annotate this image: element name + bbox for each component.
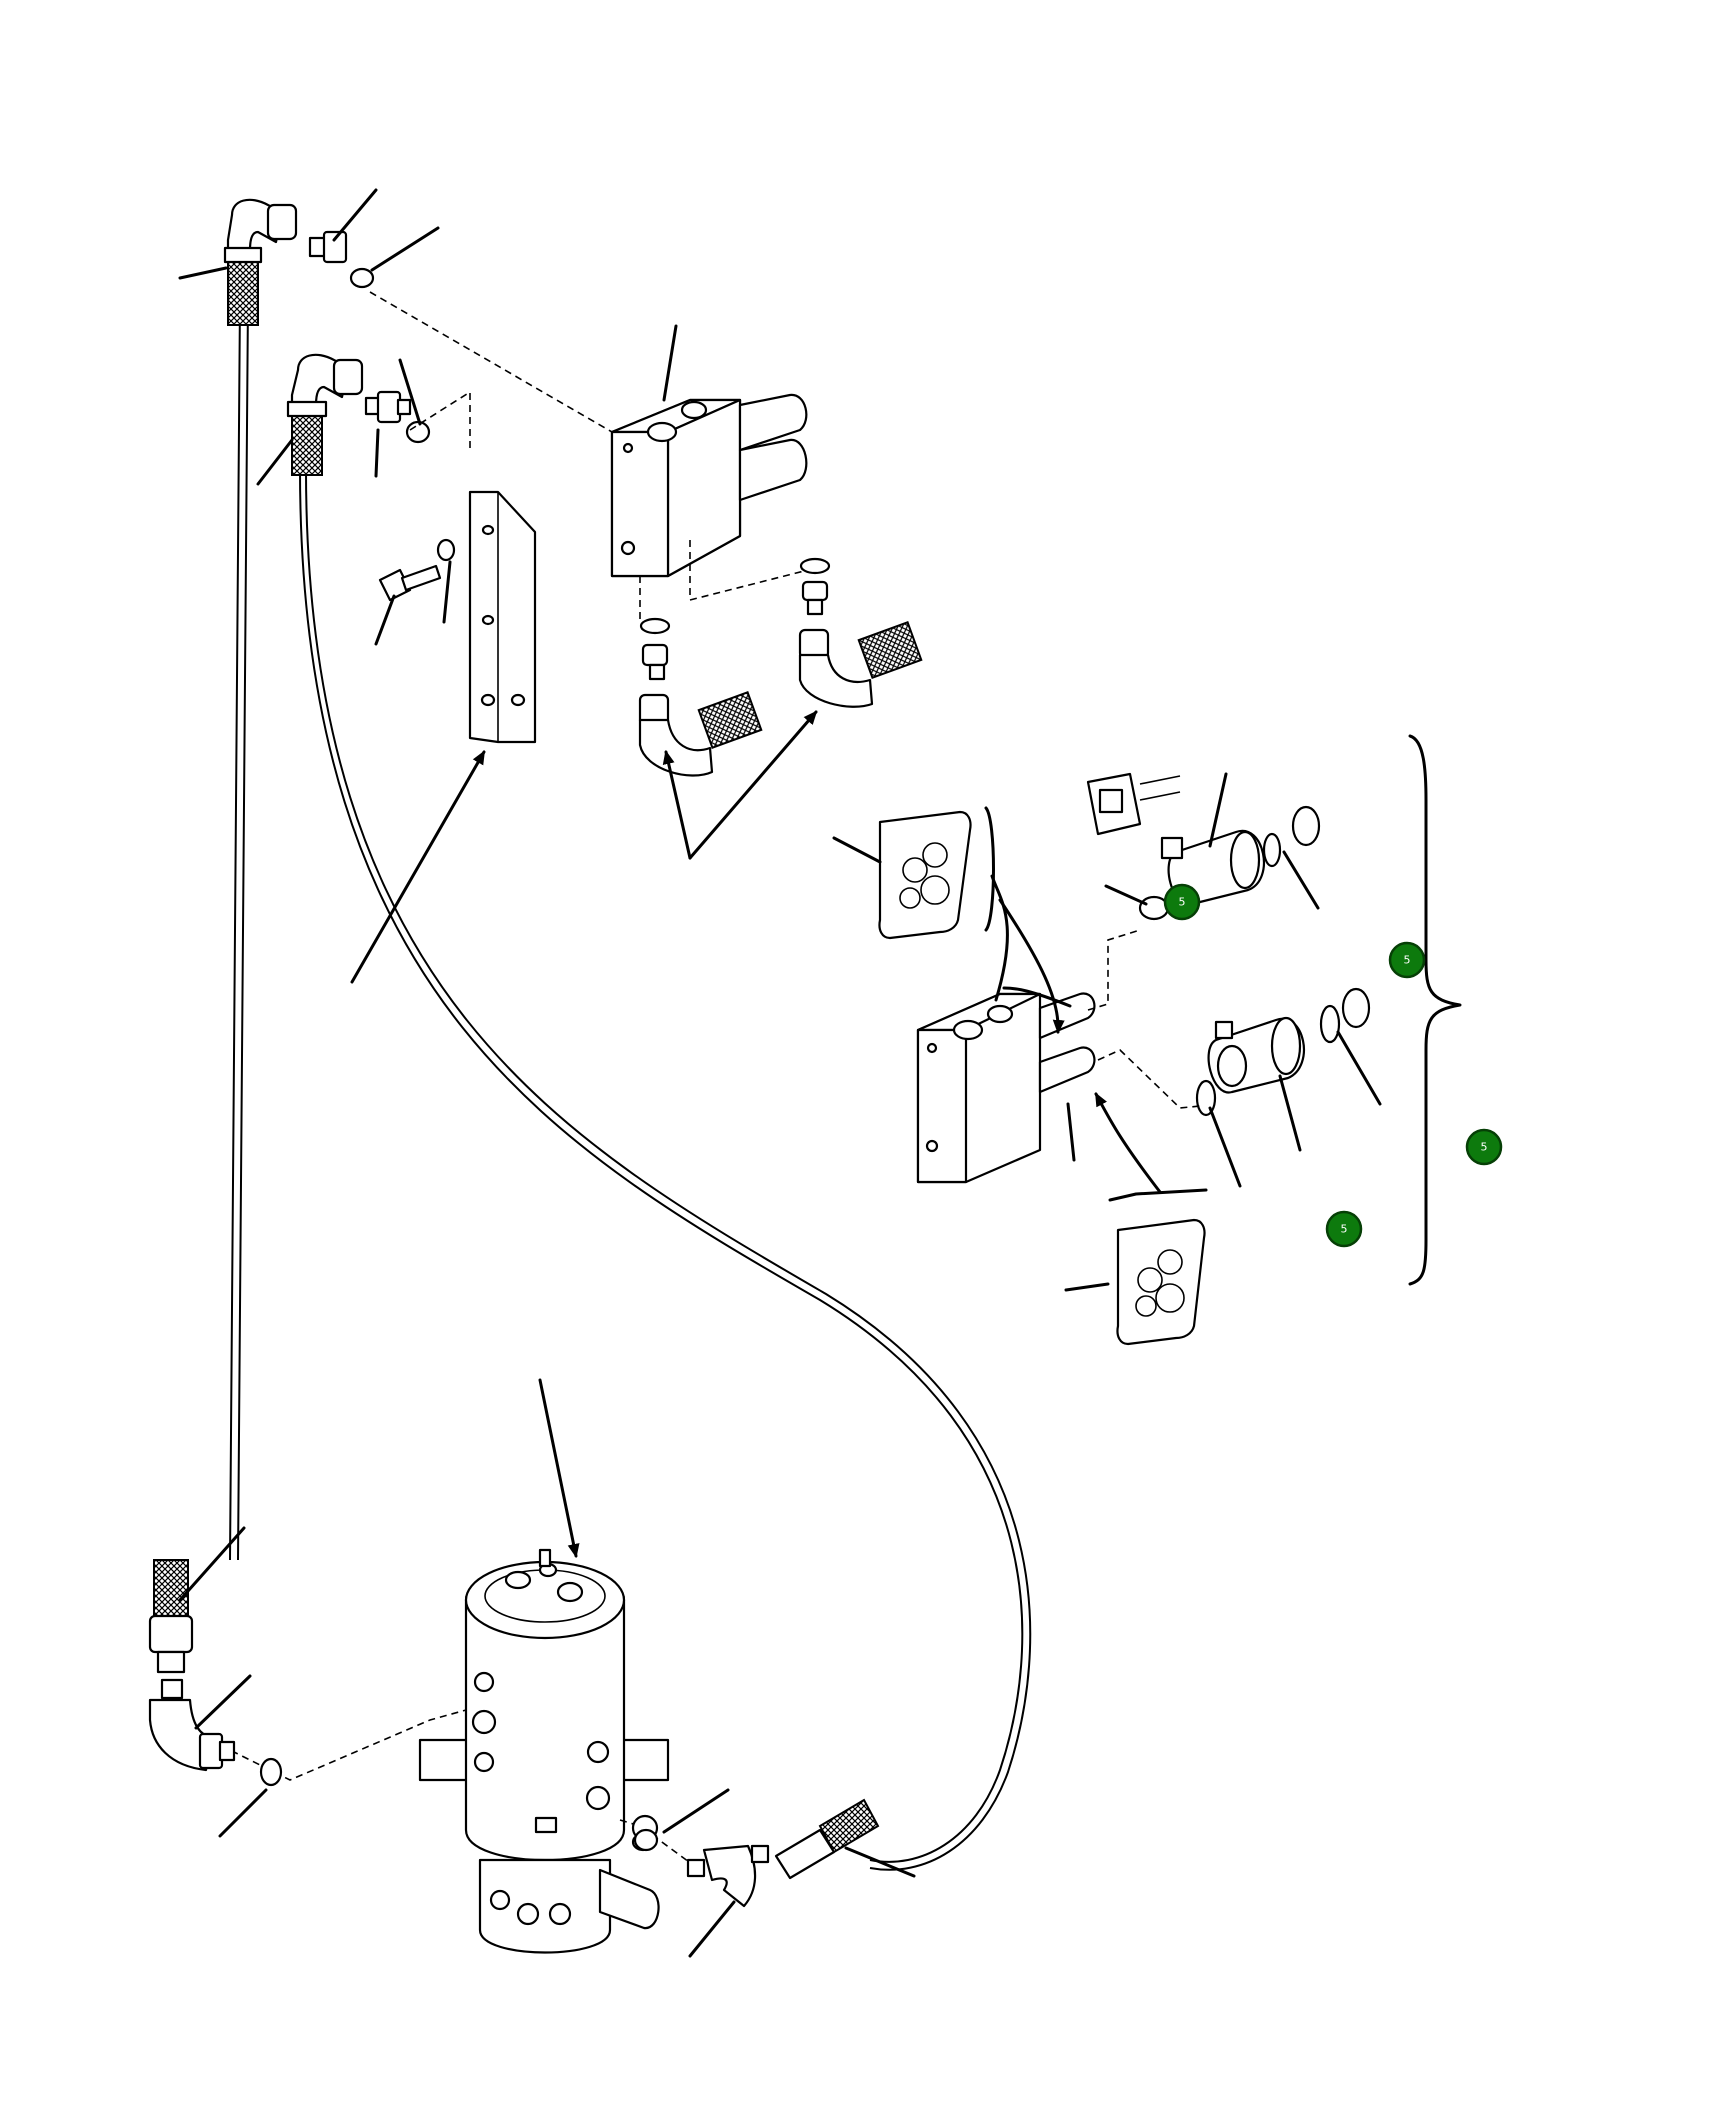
leader-lines <box>178 188 1382 1958</box>
second-elbow-fitting <box>286 353 364 476</box>
hotspot-marker-2[interactable]: 5 <box>1388 941 1426 979</box>
curved-long-hose <box>299 469 1032 1871</box>
lower-valve-body <box>916 992 1096 1184</box>
second-adapter <box>364 390 431 444</box>
hotspot-marker-4[interactable]: 5 <box>1325 1210 1363 1248</box>
solenoid-upper <box>1086 772 1321 921</box>
upper-elbow-fitting <box>223 198 298 326</box>
solenoid-lower <box>1195 987 1371 1117</box>
bottom-left-hose-end <box>148 1559 194 1674</box>
right-lower-fitting-stack <box>798 557 923 708</box>
upper-card-bracket <box>984 806 995 932</box>
bottom-right-elbow <box>633 1828 770 1908</box>
manifold-dashed-links <box>209 1709 701 1871</box>
bottom-left-elbow <box>148 1678 283 1787</box>
bolt-and-washer <box>378 538 456 602</box>
bottom-right-hose-end <box>774 1798 880 1880</box>
hotspot-marker-3[interactable]: 5 <box>1465 1128 1503 1166</box>
left-long-hose <box>229 299 249 1561</box>
mounting-bracket <box>468 490 537 744</box>
top-valve-block <box>610 393 808 578</box>
left-lower-fitting-stack <box>638 617 763 777</box>
exploded-dashed-links <box>1087 929 1201 1109</box>
seal-kit-card-lower <box>1116 1218 1206 1346</box>
upper-adapter <box>308 230 375 289</box>
rotary-manifold <box>418 1548 670 1954</box>
group-brace <box>1408 734 1462 1286</box>
seal-kit-card-upper <box>878 810 972 940</box>
lower-card-bracket <box>1108 1188 1208 1202</box>
hotspot-marker-1[interactable]: 5 <box>1163 883 1201 921</box>
